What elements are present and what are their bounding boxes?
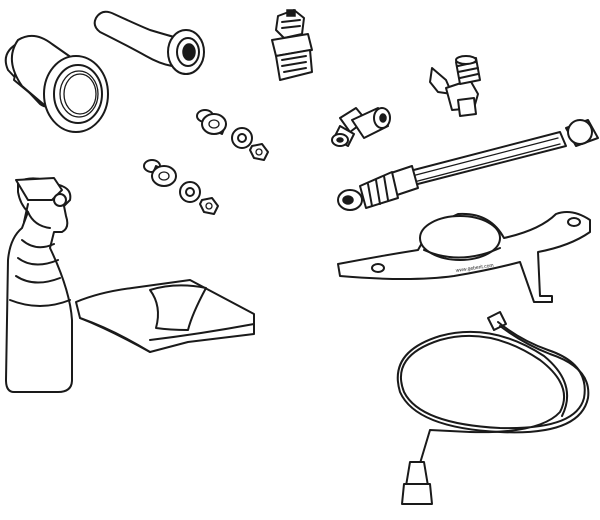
cloth-icon — [75, 279, 255, 353]
coiled-cable-icon — [396, 311, 590, 505]
angle-valve-icon — [429, 55, 481, 117]
screw-set-icon — [143, 159, 219, 215]
pipe-socket-icon — [4, 34, 109, 133]
flexible-hose-icon — [337, 119, 599, 211]
svg-text:www.geberit.com: www.geberit.com — [455, 263, 494, 274]
screw-set-icon — [196, 109, 269, 161]
cable-gland-icon — [271, 9, 313, 81]
mounting-template-icon: www.geberit.com — [337, 211, 591, 303]
spray-bottle-icon — [5, 177, 73, 393]
tee-connector-icon — [331, 107, 391, 147]
bent-pipe-icon — [93, 10, 205, 75]
